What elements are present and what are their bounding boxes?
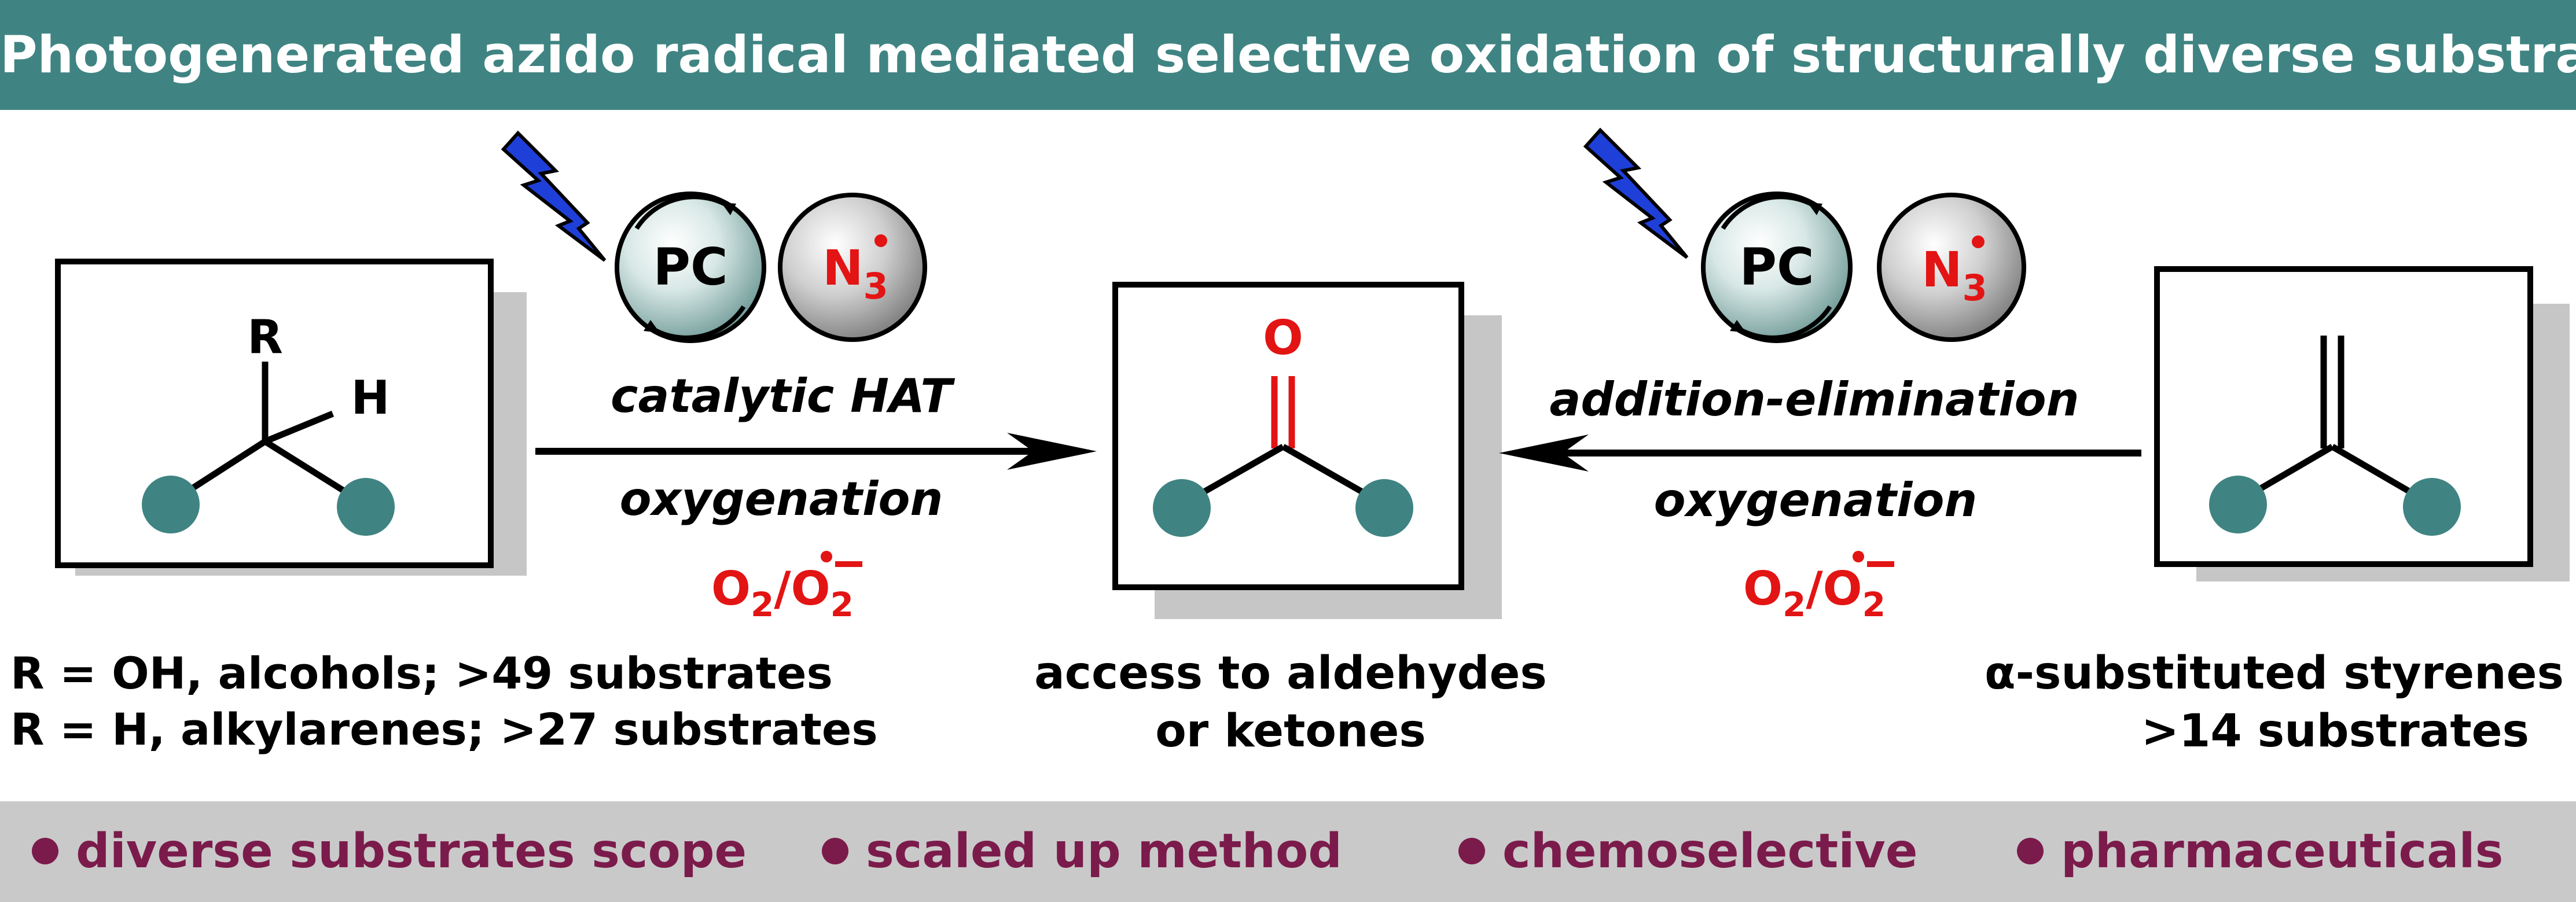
oxidant-label: O2/O2	[1743, 562, 1886, 624]
bullet-icon	[32, 837, 58, 864]
forward-arrow	[535, 433, 1097, 470]
left-box-frame	[55, 259, 494, 568]
bullet-icon	[2017, 837, 2044, 864]
feature-item: chemoselective	[1458, 801, 1918, 902]
title-banner	[0, 0, 2576, 110]
reverse-arrow	[1499, 435, 2141, 472]
cycle-arrow-icon	[1721, 194, 1820, 230]
right-substrate-caption: α-substituted styrenes >14 substrates	[1979, 645, 2564, 761]
caption-line: or ketones	[1155, 705, 1426, 757]
superoxide-dot	[1853, 551, 1864, 562]
reverse-arrowhead	[1499, 435, 1589, 472]
feature-label: chemoselective	[1502, 824, 1918, 879]
feature-item: diverse substrates scope	[32, 801, 747, 902]
substituent-node-right	[1355, 479, 1413, 537]
left-catalyst-group: PC N3 catalytic HAT oxygenation O2/O2	[501, 130, 955, 624]
caption-line: access to aldehydes	[1034, 647, 1547, 699]
azide-radical-sphere	[778, 193, 927, 342]
cycle-arrow-icon	[1734, 305, 1832, 340]
label-o: O	[1263, 311, 1303, 366]
photocatalyst-label: PC	[653, 237, 727, 297]
condition-top: addition-elimination	[1549, 373, 2079, 426]
reaction-scheme: R H O PC	[55, 127, 2570, 624]
condition-bottom: oxygenation	[620, 472, 943, 526]
feature-item: scaled up method	[822, 801, 1342, 902]
label-r: R	[247, 310, 283, 364]
feature-label: diverse substrates scope	[76, 824, 747, 879]
photocatalyst-label: PC	[1739, 237, 1814, 297]
forward-arrowhead	[1007, 433, 1097, 470]
condition-bottom: oxygenation	[1654, 473, 1978, 527]
superoxide-dot	[821, 551, 832, 562]
feature-label: pharmaceuticals	[2061, 824, 2504, 879]
caption-line: R = H, alkylarenes; >27 substrates	[10, 704, 878, 756]
caption-line: >14 substrates	[2141, 705, 2529, 757]
substituent-node-right	[2403, 478, 2461, 536]
substituent-node-right	[337, 478, 395, 536]
feature-item: pharmaceuticals	[2017, 801, 2503, 902]
cycle-arrow-icon	[648, 305, 746, 340]
caption-line: α-substituted styrenes	[1985, 647, 2564, 699]
radical-dot	[1972, 235, 1985, 248]
azide-radical-sphere	[1877, 193, 2026, 342]
caption-line: R = OH, alcohols; >49 substrates	[10, 647, 833, 699]
oxidant-label: O2/O2	[711, 562, 854, 624]
azide-radical-label: N3	[822, 240, 888, 307]
lightning-icon	[1583, 127, 1689, 259]
label-h: H	[351, 371, 390, 425]
azide-radical-label: N3	[1921, 241, 1987, 309]
lightning-icon	[501, 130, 607, 262]
cycle-arrow-icon	[634, 194, 734, 230]
substituent-node-left	[142, 476, 200, 533]
bullet-icon	[822, 837, 848, 864]
feature-label: scaled up method	[866, 824, 1343, 879]
photocatalyst-sphere	[615, 192, 766, 343]
photocatalyst-sphere	[1701, 192, 1853, 343]
right-substrate-box	[2154, 266, 2570, 581]
radical-dot	[874, 234, 887, 247]
condition-top: catalytic HAT	[611, 369, 955, 423]
substituent-node-left	[1153, 479, 1211, 537]
bullet-icon	[1458, 837, 1485, 864]
product-box: O	[1112, 282, 1502, 619]
right-catalyst-group: PC N3 addition-elimination oxygenation O…	[1549, 127, 2079, 624]
product-caption: access to aldehydes or ketones	[1007, 645, 1574, 761]
bond-h	[263, 410, 335, 445]
features-footer: diverse substrates scope scaled up metho…	[0, 801, 2576, 902]
left-substrate-box: R H	[55, 259, 527, 576]
product-box-frame	[1112, 282, 1464, 590]
left-substrate-caption: R = OH, alcohols; >49 substrates R = H, …	[10, 645, 878, 758]
banner-title: Photogenerated azido radical mediated se…	[0, 25, 2576, 84]
substituent-node-left	[2209, 476, 2267, 533]
